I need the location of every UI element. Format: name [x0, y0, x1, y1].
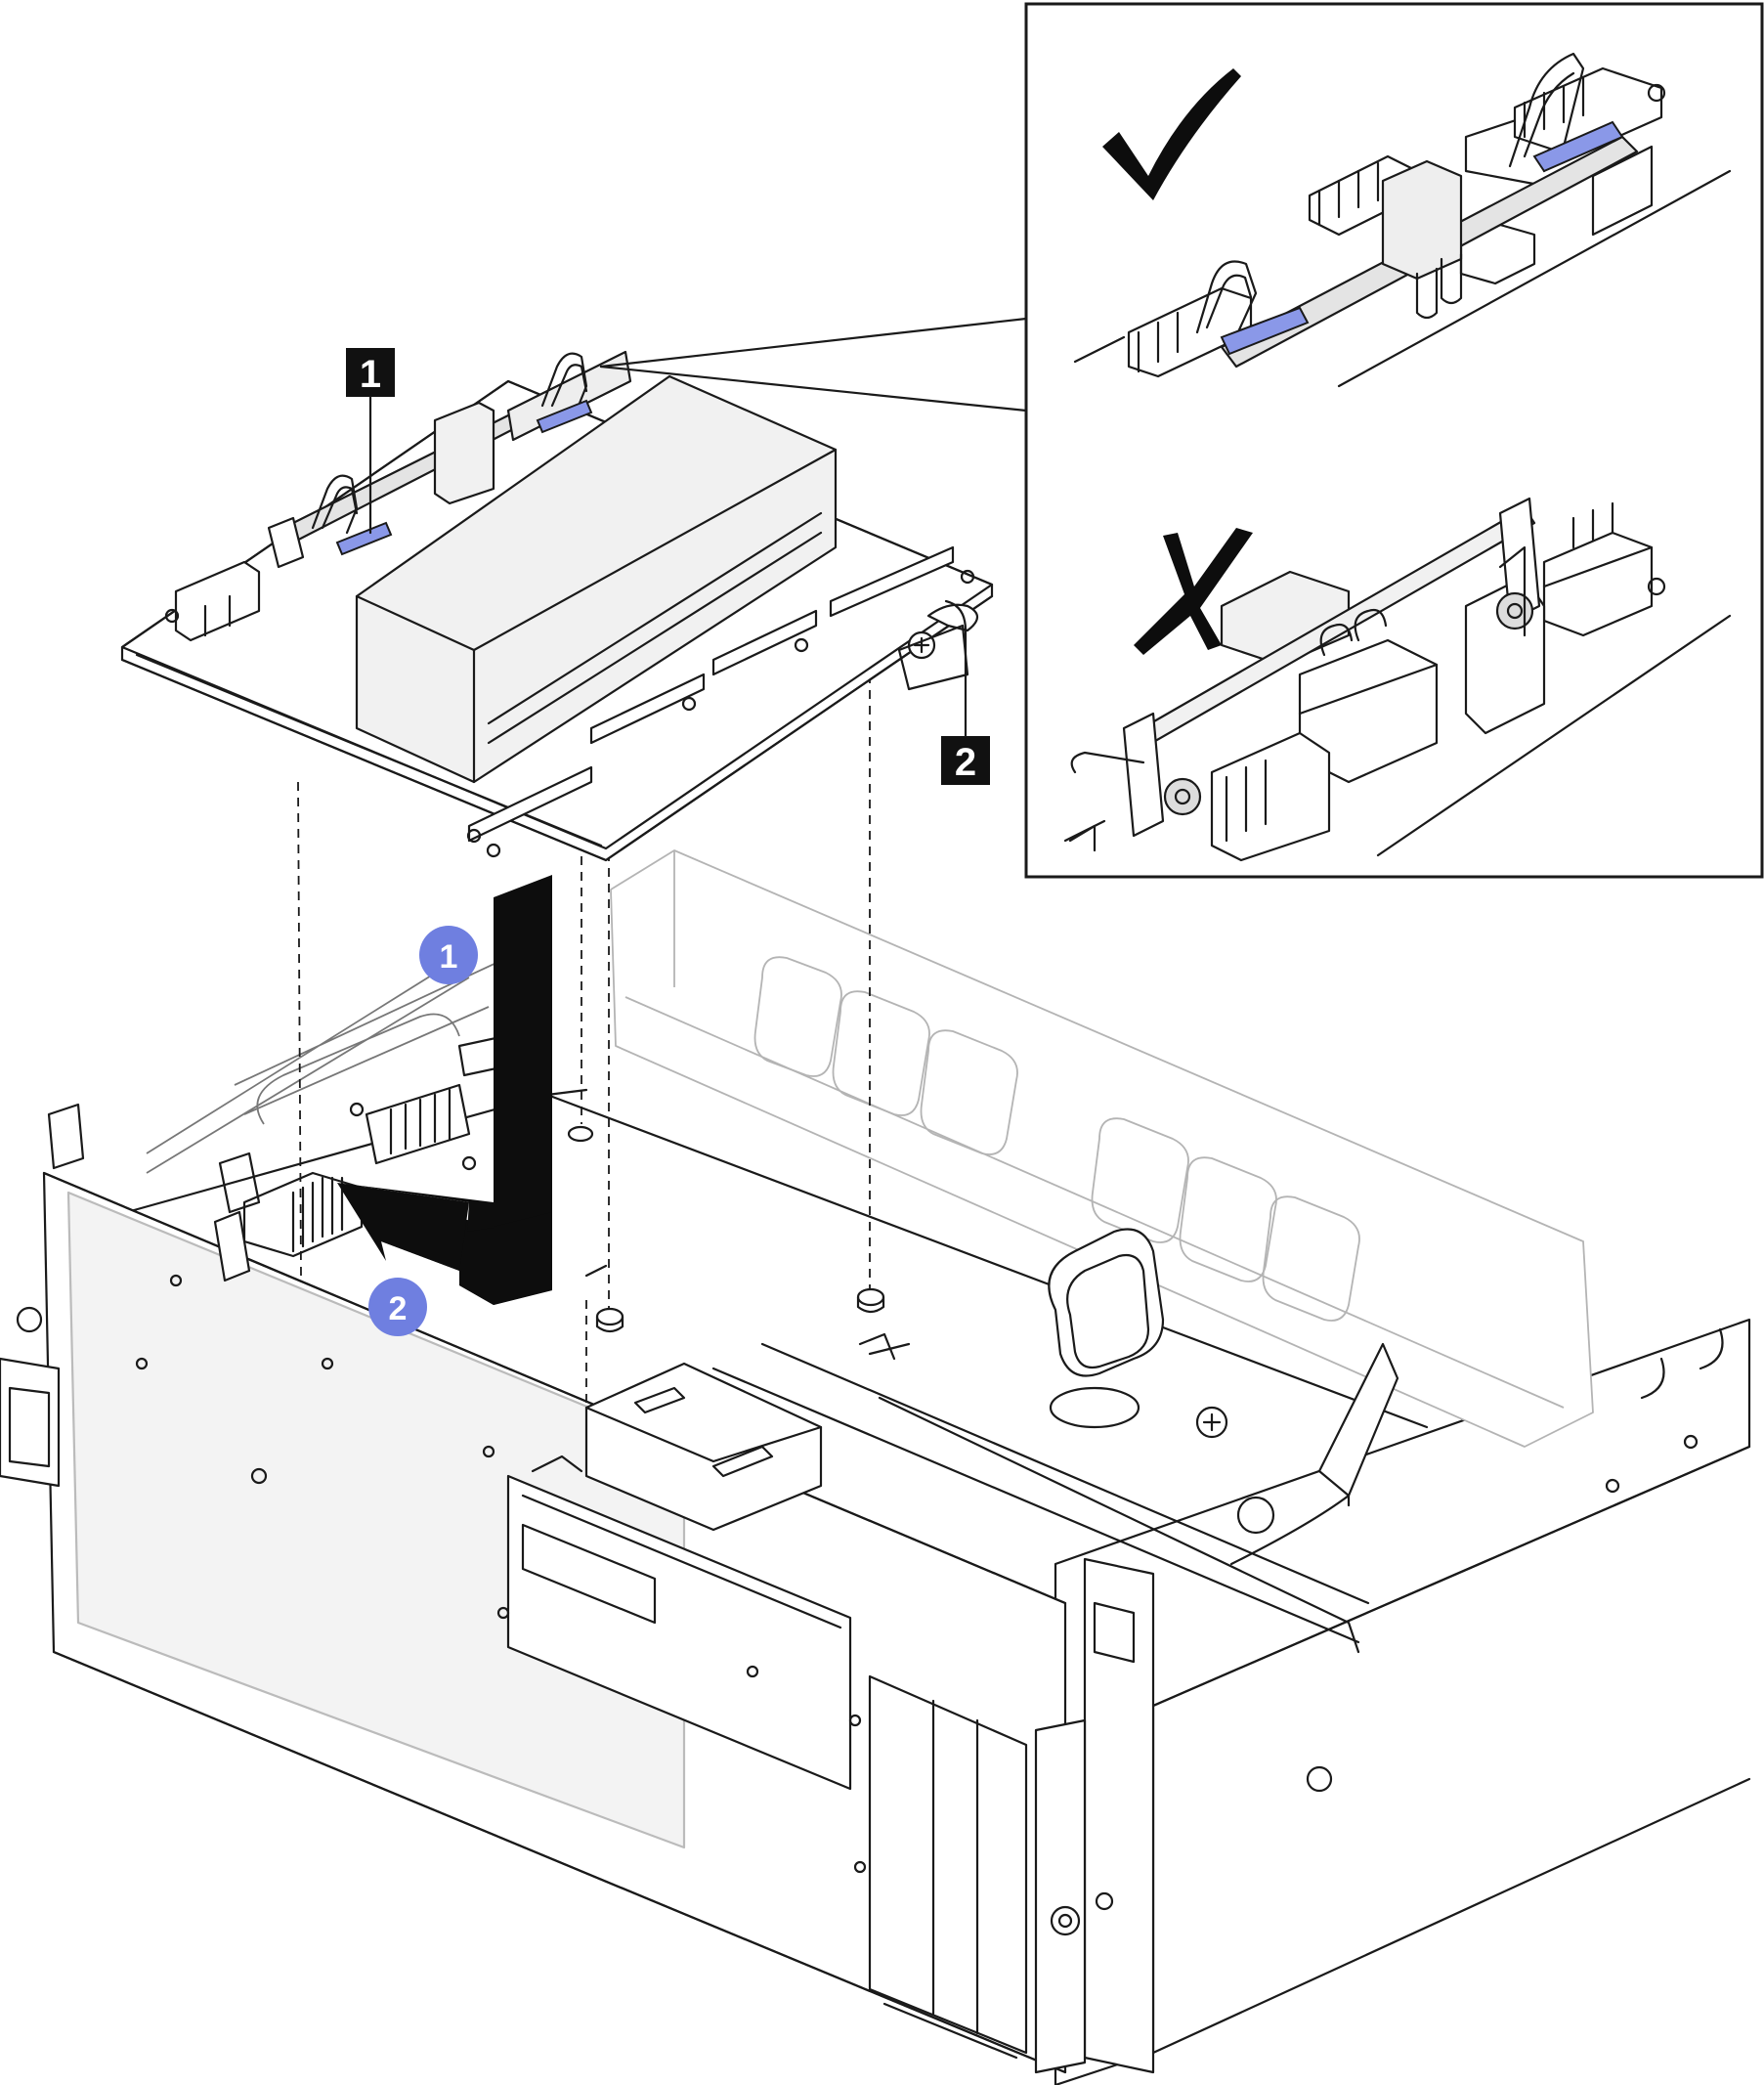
- server-chassis: [0, 947, 1751, 2085]
- chassis-interior: [213, 849, 1594, 1654]
- svg-text:2: 2: [955, 741, 976, 784]
- install-motion-arrow: [337, 875, 552, 1305]
- inset-leader-lines: [599, 317, 1028, 413]
- alignment-guides: [297, 674, 871, 1417]
- system-board-module: [120, 350, 994, 862]
- callout-2: 2: [941, 599, 990, 785]
- callout-1: 1: [346, 348, 395, 535]
- incorrect-orientation-view: [1063, 497, 1732, 862]
- correct-orientation-view: [1073, 52, 1732, 388]
- svg-text:2: 2: [389, 1290, 408, 1327]
- step-marker-1: 1: [419, 926, 478, 984]
- check-mark-icon: [1102, 68, 1241, 200]
- detail-inset: [1024, 2, 1764, 879]
- svg-text:1: 1: [360, 353, 381, 396]
- cross-mark-icon: [1134, 528, 1253, 655]
- svg-text:1: 1: [440, 938, 458, 976]
- step-marker-2: 2: [368, 1278, 427, 1336]
